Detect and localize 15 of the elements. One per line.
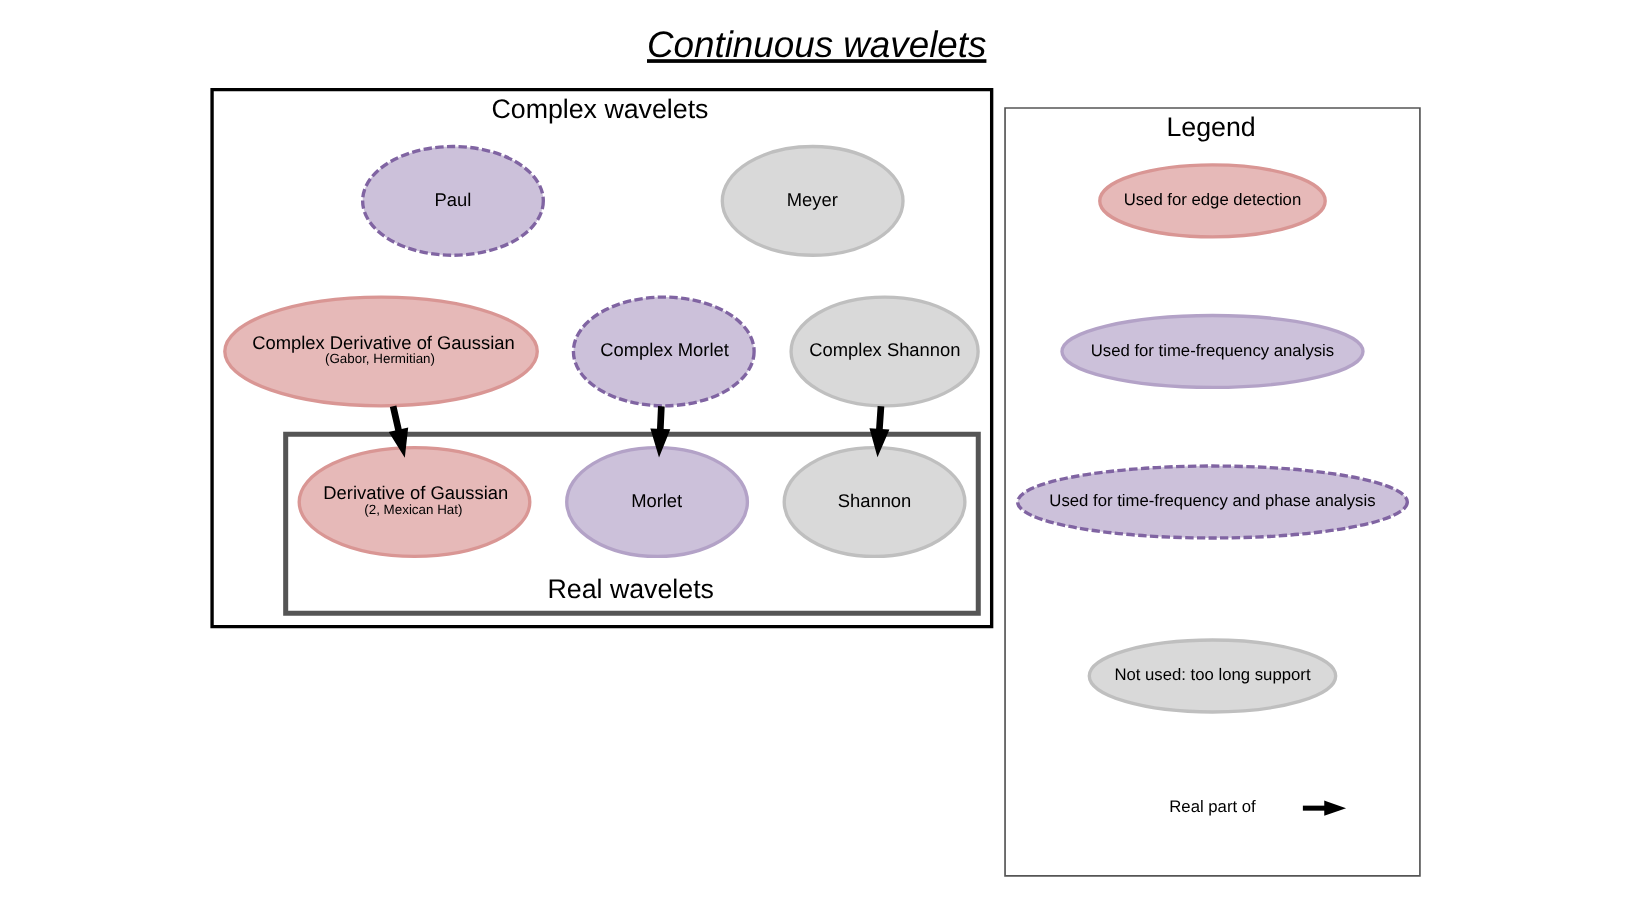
diagram-title: Continuous wavelets xyxy=(647,23,987,66)
node-ellipse: Complex Shannon xyxy=(789,295,980,408)
node-ellipse: Paul xyxy=(360,144,545,257)
arrow xyxy=(388,405,409,458)
node-ellipse: Morlet xyxy=(565,445,750,559)
arrow xyxy=(650,406,671,458)
legend-label: Used for edge detection xyxy=(1123,189,1302,210)
legend-label: Used for time-frequency analysis xyxy=(1090,339,1335,360)
legend-label: Used for time-frequency and phase analysis xyxy=(1049,490,1376,511)
node-ellipse: Complex Morlet xyxy=(571,295,756,408)
node-ellipse: Shannon xyxy=(782,445,967,559)
legend-label: Not used: too long support xyxy=(1114,664,1311,685)
node-ellipse: Meyer xyxy=(720,144,905,257)
arrow xyxy=(869,406,890,458)
legend-label: Real part of xyxy=(1169,796,1256,817)
